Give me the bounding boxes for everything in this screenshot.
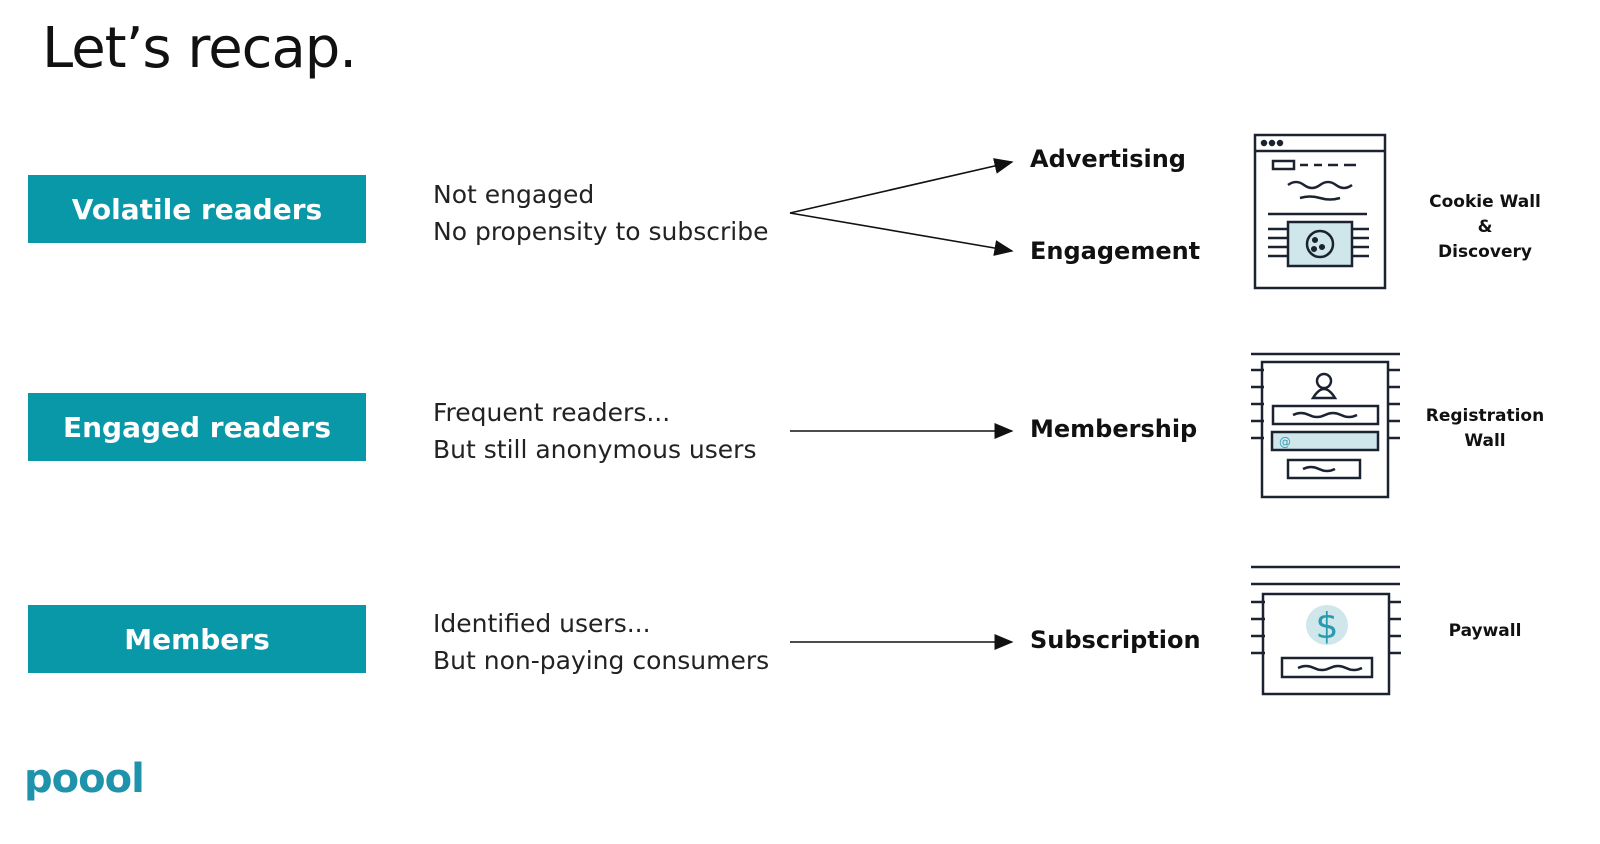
wall-label-line: & (1477, 217, 1493, 237)
arrow-to-advertising (789, 158, 1014, 214)
outcome-subscription: Subscription (1030, 626, 1201, 654)
outcome-membership: Membership (1030, 415, 1198, 443)
description-line: No propensity to subscribe (433, 217, 769, 246)
segment-members: Members (28, 605, 366, 673)
wall-label-registration: Registration Wall (1420, 404, 1550, 454)
segment-engaged-readers: Engaged readers (28, 393, 366, 461)
description-line: Identified users... (433, 609, 651, 638)
wall-label-line: Wall (1464, 431, 1506, 451)
svg-text:$: $ (1316, 606, 1339, 647)
wall-label-line: Cookie Wall (1429, 192, 1541, 212)
description-members: Identified users... But non-paying consu… (433, 605, 769, 679)
svg-text:@: @ (1279, 435, 1291, 449)
description-engaged: Frequent readers... But still anonymous … (433, 394, 756, 468)
poool-logo: poool (24, 756, 145, 802)
wall-label-line: Registration (1425, 406, 1545, 426)
wall-label-line: Discovery (1438, 242, 1532, 262)
description-line: But non-paying consumers (433, 646, 770, 675)
paywall-icon: $ (1251, 565, 1401, 696)
description-volatile: Not engaged No propensity to subscribe (433, 176, 768, 250)
description-line: Frequent readers... (433, 398, 671, 427)
description-line: Not engaged (433, 180, 595, 209)
cookie-wall-icon (1253, 133, 1387, 290)
arrow-to-engagement (789, 212, 1014, 256)
wall-label-line: Paywall (1448, 621, 1522, 641)
outcome-engagement: Engagement (1030, 237, 1201, 265)
wall-label-paywall: Paywall (1420, 619, 1550, 644)
outcome-advertising: Advertising (1030, 145, 1186, 173)
wall-label-cookie: Cookie Wall & Discovery (1420, 190, 1550, 265)
slide-title: Let’s recap. (42, 16, 357, 81)
segment-volatile-readers: Volatile readers (28, 175, 366, 243)
registration-wall-icon: @ (1251, 352, 1400, 499)
description-line: But still anonymous users (433, 435, 757, 464)
